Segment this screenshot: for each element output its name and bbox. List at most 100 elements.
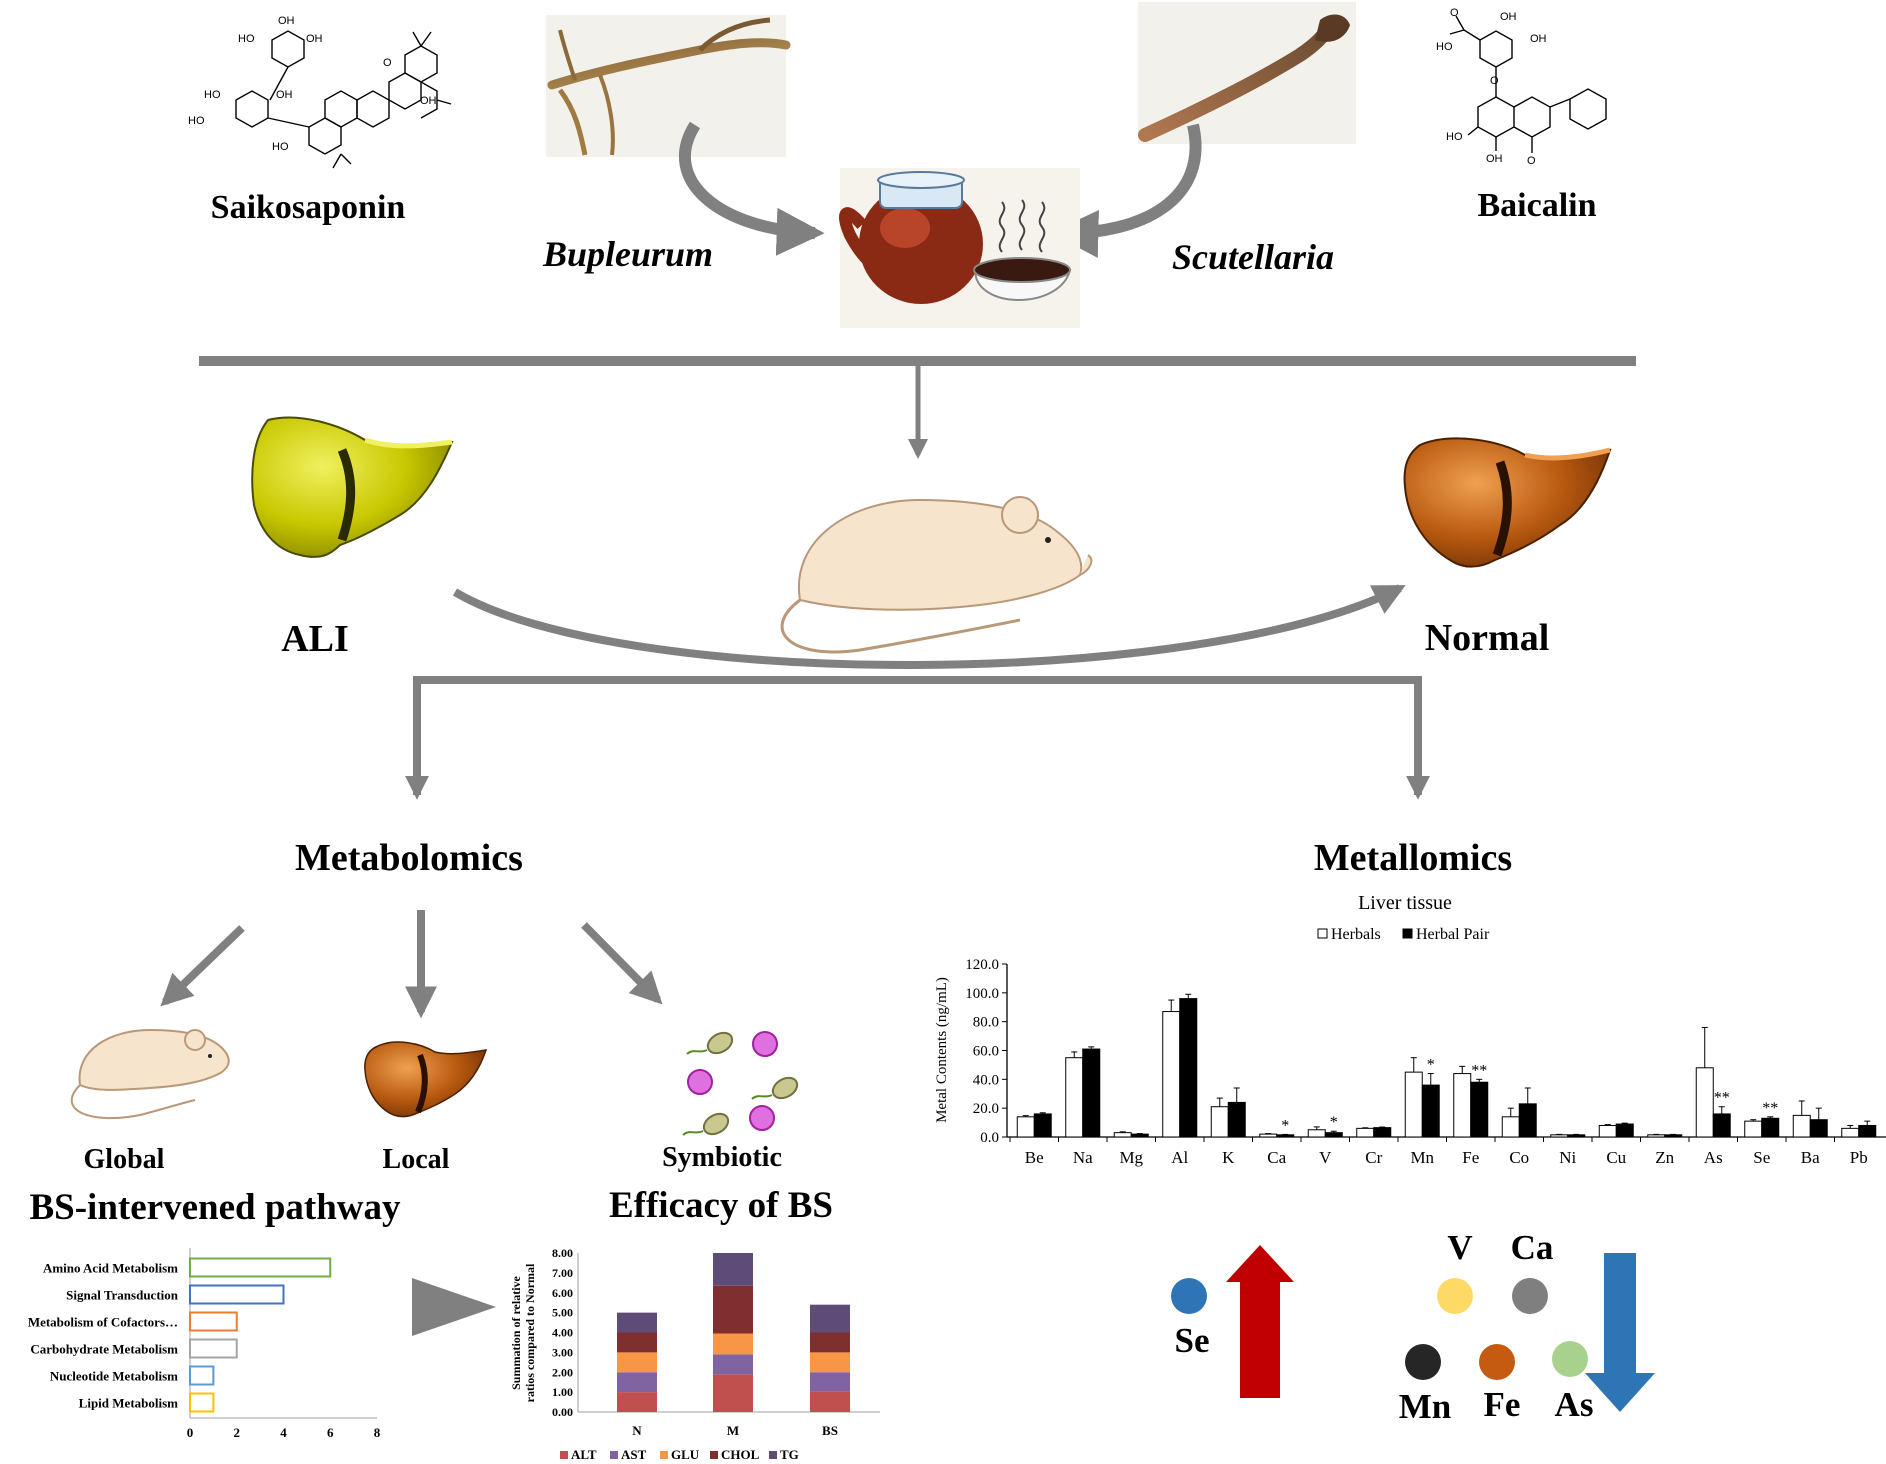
- metal-bar: [1792, 1114, 1811, 1138]
- x-tick-label: Se: [1753, 1148, 1770, 1167]
- element-label-ca: Ca: [1511, 1228, 1554, 1267]
- gut-microbiota-icon: [682, 1031, 799, 1136]
- pathway-category-label: Metabolism of Cofactors…: [28, 1315, 178, 1330]
- atom-label: HO: [238, 33, 255, 45]
- baicalin-label: Baicalin: [1477, 187, 1596, 224]
- pathway-bar: [189, 1392, 215, 1413]
- metal-bar: [1065, 1057, 1084, 1138]
- metal-bar: [1179, 998, 1198, 1138]
- y-tick-label: 5.00: [552, 1306, 573, 1320]
- metal-bar: [1695, 1067, 1714, 1138]
- ali-liver-icon: [251, 416, 454, 558]
- metal-bar: [1259, 1133, 1278, 1138]
- legend-label: TG: [780, 1447, 799, 1462]
- legend-label: GLU: [671, 1447, 700, 1462]
- normal-label: Normal: [1425, 617, 1550, 659]
- stacked-segment: [713, 1374, 753, 1412]
- stacked-segment: [810, 1391, 850, 1412]
- recovery-arrow: [452, 584, 1406, 669]
- element-dot-ca: [1512, 1278, 1548, 1314]
- efficacy-stacked-chart: 0.001.002.003.004.005.006.007.008.00Summ…: [509, 1246, 880, 1462]
- pathway-bar: [189, 1284, 285, 1305]
- legend-label: AST: [621, 1447, 647, 1462]
- significance-marker: **: [1762, 1100, 1778, 1117]
- atom-label: OH: [306, 33, 323, 45]
- y-tick-label: 2.00: [552, 1365, 573, 1379]
- element-label-se: Se: [1175, 1321, 1210, 1360]
- y-tick-label: 100.0: [965, 986, 999, 1002]
- y-tick-label: 40.0: [973, 1072, 999, 1088]
- legend-swatch: [660, 1451, 668, 1459]
- scutellaria-root-image: [1138, 2, 1356, 144]
- y-tick-label: 7.00: [552, 1266, 573, 1280]
- pathway-category-label: Lipid Metabolism: [79, 1396, 178, 1411]
- metal-bar: [1373, 1127, 1392, 1138]
- significance-marker: *: [1281, 1117, 1289, 1134]
- metal-chart-title: Liver tissue: [1358, 892, 1452, 914]
- atom-label: OH: [276, 89, 293, 101]
- baicalin-atom-labels: HO O OH OH O HO OH O: [1436, 7, 1547, 167]
- stacked-segment: [617, 1392, 657, 1412]
- atom-label: O: [1527, 155, 1536, 167]
- symbiotic-label: Symbiotic: [662, 1142, 782, 1173]
- pathway-category-label: Amino Acid Metabolism: [43, 1261, 178, 1276]
- global-rat-icon: [70, 1028, 230, 1120]
- legend-swatch: [1317, 928, 1328, 939]
- efficacy-title: Efficacy of BS: [609, 1185, 833, 1226]
- x-tick-label: Fe: [1462, 1148, 1479, 1167]
- significance-marker: **: [1471, 1062, 1487, 1079]
- y-tick-label: 8.00: [552, 1246, 573, 1260]
- x-tick-label: As: [1704, 1148, 1723, 1167]
- legend-swatch: [560, 1451, 568, 1459]
- y-tick-label: 4.00: [552, 1326, 573, 1340]
- saikosaponin-structure: [235, 30, 452, 169]
- element-label-fe: Fe: [1484, 1385, 1521, 1424]
- pathway-bar: [189, 1365, 215, 1386]
- x-tick-label: V: [1319, 1148, 1332, 1167]
- metal-bar: [1227, 1101, 1246, 1138]
- element-label-as: As: [1555, 1385, 1594, 1424]
- metal-bar: [1307, 1129, 1326, 1138]
- metal-bar: [1647, 1134, 1666, 1138]
- atom-label: O: [383, 57, 392, 69]
- y-tick-label: 6.00: [552, 1286, 573, 1300]
- significance-marker: *: [1427, 1057, 1435, 1074]
- stacked-segment: [810, 1332, 850, 1353]
- stacked-segment: [617, 1312, 657, 1333]
- atom-label: HO: [1446, 131, 1463, 143]
- atom-label: O: [1490, 75, 1499, 87]
- local-liver-icon: [364, 1041, 488, 1118]
- saikosaponin-atom-labels: OH HO OH HO OH HO HO OH O: [188, 15, 437, 153]
- y-tick-label: 60.0: [973, 1044, 999, 1060]
- atom-label: OH: [1486, 153, 1503, 165]
- metal-bar: [1518, 1103, 1537, 1138]
- significance-marker: *: [1330, 1114, 1338, 1131]
- legend-swatch: [1402, 928, 1413, 939]
- x-tick-label: K: [1222, 1148, 1235, 1167]
- metal-bar: [1567, 1134, 1586, 1138]
- metal-bar: [1421, 1084, 1440, 1138]
- metal-bar: [1809, 1119, 1828, 1138]
- stacked-segment: [617, 1372, 657, 1393]
- pathway-category-label: Nucleotide Metabolism: [50, 1369, 178, 1384]
- pathway-bar: [189, 1257, 332, 1278]
- saikosaponin-label: Saikosaponin: [211, 189, 406, 226]
- x-tick-label: 0: [187, 1425, 194, 1440]
- herb-to-decoction-arrow: [678, 121, 825, 256]
- bupleurum-root-image: [546, 15, 791, 157]
- x-tick-label: Mn: [1410, 1148, 1434, 1167]
- baicalin-structure: [1449, 15, 1607, 153]
- pathway-title: BS-intervened pathway: [29, 1187, 401, 1228]
- to-global-arrow: [160, 925, 245, 1007]
- legend-label: Herbals: [1331, 926, 1381, 943]
- legend-label: CHOL: [721, 1447, 760, 1462]
- pathway-bar: [189, 1311, 238, 1332]
- metal-bar: [1162, 1011, 1181, 1138]
- atom-label: OH: [1500, 11, 1517, 23]
- metal-bar: [1324, 1132, 1343, 1138]
- global-label: Global: [84, 1144, 165, 1175]
- metal-bar: [1858, 1124, 1877, 1138]
- x-tick-label: Be: [1025, 1148, 1044, 1167]
- atom-label: OH: [278, 15, 295, 27]
- metal-bar: [1404, 1071, 1423, 1138]
